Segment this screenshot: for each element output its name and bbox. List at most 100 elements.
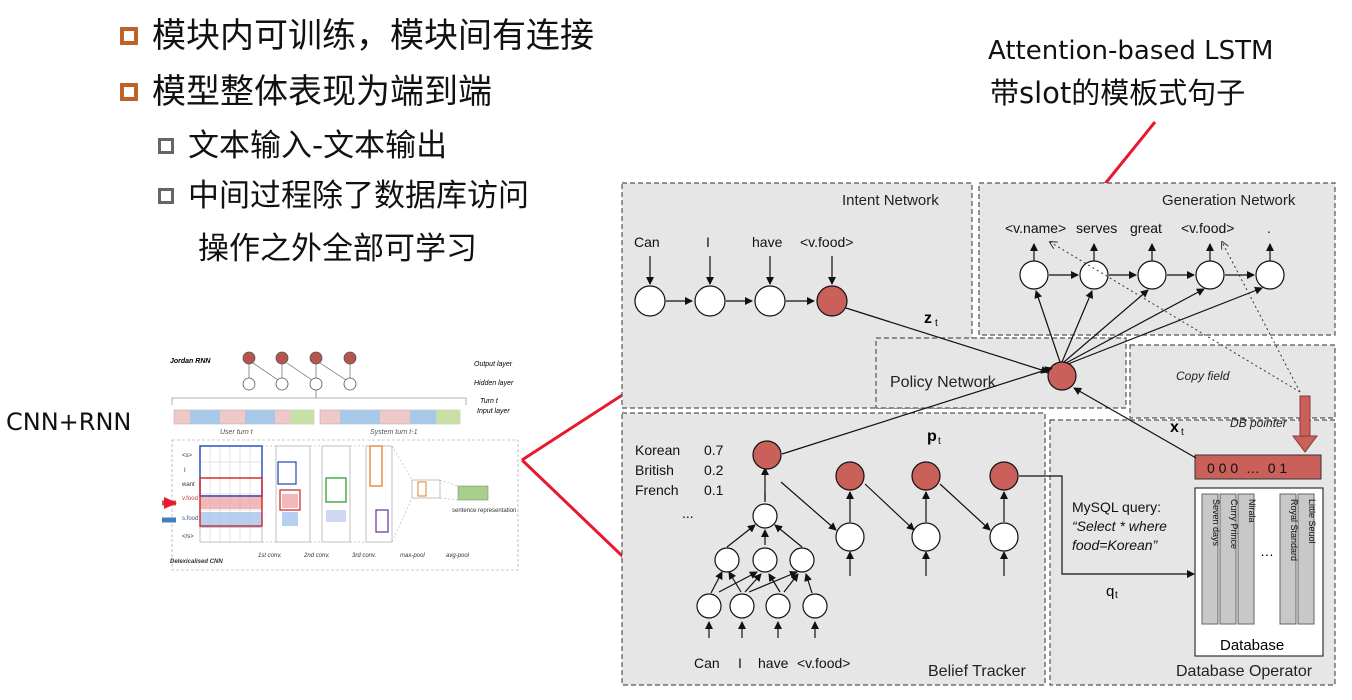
z-subscript: t: [935, 318, 938, 329]
thumb-output-node: [343, 351, 357, 365]
avgpool-label: avg-pool: [446, 553, 470, 559]
belief-leaf-node: [802, 593, 828, 619]
bullet-text: 中间过程除了数据库访问: [188, 178, 529, 214]
bullet-4-continuation: 操作之外全部可学习: [198, 231, 477, 267]
gen-word: .: [1267, 220, 1271, 236]
policy-network-title: Policy Network: [890, 374, 997, 391]
belief-chain-node: [989, 522, 1019, 552]
q-symbol: q: [1106, 583, 1114, 600]
sql-line: “Select * where: [1072, 518, 1167, 534]
intent-word: have: [752, 234, 783, 250]
thumb-output-node: [309, 351, 323, 365]
belief-word: <v.food>: [797, 655, 850, 671]
belief-tree-node: [714, 547, 740, 573]
db-column: [1297, 493, 1315, 625]
sql-line: food=Korean”: [1072, 537, 1159, 553]
thumb-conv1: [275, 445, 311, 543]
system-turn-label: System turn t-1: [370, 429, 418, 436]
db-pointer-vector-text: 0 0 0 … 0 1: [1207, 460, 1287, 476]
z-symbol: z: [924, 310, 932, 327]
bullet-4: 中间过程除了数据库访问: [158, 177, 529, 215]
attention-lstm-label: Attention-based LSTM: [988, 36, 1274, 66]
thumb-output-node: [242, 351, 256, 365]
gen-word: great: [1130, 220, 1162, 236]
input-layer-label: Input layer: [477, 408, 510, 415]
db-column: [1279, 493, 1297, 625]
belief-word: have: [758, 655, 789, 671]
turn-t-label: Turn t: [480, 398, 499, 405]
bullet-square-icon: [158, 138, 174, 154]
database-operator-title: Database Operator: [1176, 663, 1313, 680]
belief-dist-label: British: [635, 462, 674, 478]
x-subscript: t: [1181, 427, 1184, 438]
belief-output-node: [835, 461, 865, 491]
belief-chain-node: [911, 522, 941, 552]
db-pointer-vector: [1194, 454, 1322, 480]
belief-leaf-node: [765, 593, 791, 619]
db-column-label: Nirala: [1247, 499, 1257, 523]
bullet-square-icon: [120, 83, 138, 101]
thumb-row-label: <s>: [182, 453, 193, 459]
db-column: [1219, 493, 1237, 625]
conv1-label: 1st conv.: [258, 553, 282, 559]
belief-leaf-node: [729, 593, 755, 619]
thumb-row-label: I: [184, 468, 186, 474]
db-ellipsis: …: [1260, 543, 1274, 559]
db-column-label: Curry Prince: [1229, 499, 1239, 549]
belief-tracker-panel: [621, 412, 1046, 686]
gen-node: [1079, 260, 1109, 290]
db-pointer-arrow-icon: [1292, 435, 1318, 453]
belief-tracker-title: Belief Tracker: [928, 663, 1026, 680]
cnn-rnn-thumbnail: Jordan RNN Output layer Hidden layer Tur…: [162, 351, 519, 571]
gen-word: serves: [1076, 220, 1117, 236]
intent-node: [634, 285, 666, 317]
maxpool-label: max-pool: [400, 553, 425, 559]
gen-node: [1019, 260, 1049, 290]
belief-output-node: [911, 461, 941, 491]
thumb-input-cells: [173, 409, 461, 425]
red-arrow-icon: [1094, 121, 1157, 196]
thumb-row-label: v.food: [182, 496, 198, 502]
intent-word: <v.food>: [800, 234, 853, 250]
user-turn-label: User turn t: [220, 429, 254, 436]
gen-word: <v.food>: [1181, 220, 1234, 236]
thumb-hidden-node: [242, 377, 256, 391]
thumb-conv3: [365, 445, 393, 543]
belief-word: Can: [694, 655, 720, 671]
intent-output-node: [816, 285, 848, 317]
belief-dist-value: 0.2: [704, 462, 724, 478]
policy-network-panel: [875, 337, 1127, 409]
db-pointer-label: DB pointer: [1230, 416, 1288, 430]
belief-chain-node: [835, 522, 865, 552]
delex-cnn-label: Delexicalised CNN: [170, 559, 223, 565]
thumb-input-matrix: [199, 445, 263, 543]
gen-node: [1137, 260, 1167, 290]
cnn-rnn-label: CNN+RNN: [6, 408, 132, 436]
sql-line: MySQL query:: [1072, 499, 1161, 515]
db-column: [1201, 493, 1219, 625]
belief-tree-node: [789, 547, 815, 573]
db-column-label: Seven days: [1211, 499, 1221, 547]
belief-dist-label: Korean: [635, 442, 680, 458]
intent-node: [754, 285, 786, 317]
q-subscript: t: [1115, 590, 1118, 601]
conv3-label: 3rd conv.: [352, 553, 376, 559]
copy-field-label: Copy field: [1176, 369, 1230, 383]
belief-output-node: [752, 440, 782, 470]
thumb-row-label: s.food: [182, 516, 198, 522]
bullet-square-icon: [120, 27, 138, 45]
belief-tree-node: [752, 547, 778, 573]
bullet-2: 模型整体表现为端到端: [120, 72, 492, 112]
gen-node: [1195, 260, 1225, 290]
thumb-sentence-vector: [457, 485, 489, 501]
jordan-rnn-label: Jordan RNN: [170, 358, 211, 365]
sentence-rep-label: sentence representation: [452, 508, 516, 514]
bullet-text: 模块内可训练，模块间有连接: [152, 16, 594, 56]
generation-network-panel: [978, 182, 1336, 336]
belief-word: I: [738, 655, 742, 671]
intent-word: I: [706, 234, 710, 250]
template-sentence-label: 带slot的模板式句子: [990, 76, 1246, 110]
gen-node: [1255, 260, 1285, 290]
thumb-conv2: [321, 445, 351, 543]
